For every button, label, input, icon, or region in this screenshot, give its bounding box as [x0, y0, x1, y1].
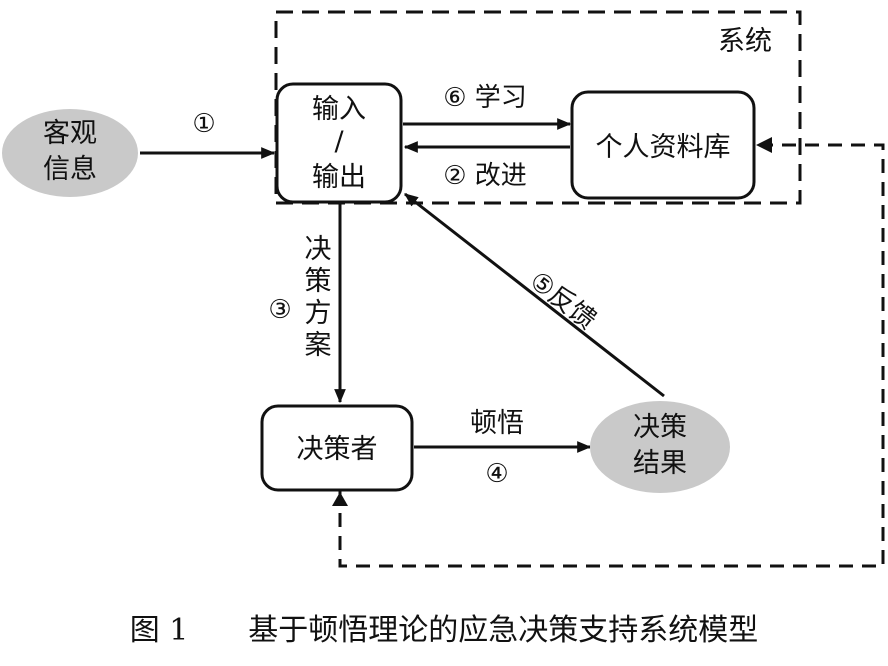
decision-maker-label: 决策者: [297, 434, 378, 465]
decision-maker-node: [260, 404, 414, 492]
edge-3-char-1: 决: [305, 234, 332, 265]
io-node: [275, 82, 403, 204]
decision-result-line2: 结果: [633, 448, 687, 479]
objective-info-line2: 信息: [43, 154, 97, 185]
io-line2: /: [334, 126, 344, 157]
edge-3-char-2: 策: [305, 266, 332, 297]
edge-loop-arrowhead-db: [756, 137, 772, 153]
edge-1-label: ①: [192, 109, 215, 139]
system-label: 系统: [718, 26, 772, 57]
io-line1: 输入: [312, 94, 366, 125]
edge-3-char-3: 方: [305, 298, 332, 329]
edge-5-label: ⑤反馈: [524, 266, 602, 336]
personal-db-node: [570, 90, 756, 200]
edge-6-label: ⑥ 学习: [443, 83, 527, 113]
edge-3-char-4: 案: [305, 330, 332, 361]
figure-caption: 图 1 基于顿悟理论的应急决策支持系统模型: [130, 613, 759, 648]
edge-3-number: ③: [268, 295, 291, 325]
decision-result-line1: 决策: [633, 412, 687, 443]
edge-result-to-io: [404, 192, 665, 398]
edge-4-label: 顿悟: [470, 408, 524, 439]
edge-loop-arrowhead-decision-maker: [332, 492, 348, 506]
edge-4-number: ④: [485, 459, 508, 489]
io-line3: 输出: [312, 162, 366, 193]
edge-loop-dashed-path: [338, 143, 885, 568]
edge-2-label: ② 改进: [443, 161, 527, 191]
decision-result-node: [590, 401, 730, 493]
objective-info-line1: 客观: [43, 118, 97, 149]
personal-db-label: 个人资料库: [596, 132, 731, 163]
objective-info-node: [2, 109, 138, 197]
